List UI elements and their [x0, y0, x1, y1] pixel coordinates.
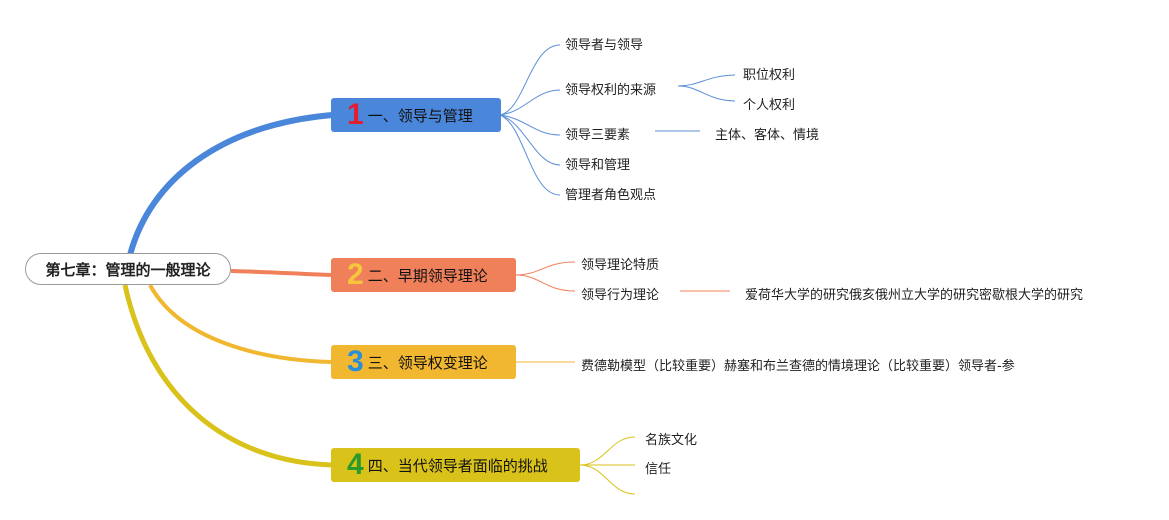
branch-1-label: 一、领导与管理: [367, 106, 473, 125]
branch-3-child-1[interactable]: 费德勒模型（比较重要）赫塞和布兰查德的情境理论（比较重要）领导者-参: [581, 359, 1015, 374]
link-root-branch-3: [148, 284, 333, 364]
branch-2-links: [515, 261, 730, 292]
branch-2-node[interactable]: 2 二、早期领导理论: [331, 258, 516, 292]
branch-2-child-2-sub-1[interactable]: 爱荷华大学的研究俄亥俄州立大学的研究密歇根大学的研究: [745, 288, 1084, 303]
branch-4-node[interactable]: 4 四、当代领导者面临的挑战: [331, 448, 580, 482]
branch-2-number: 2: [347, 258, 364, 291]
branch-2-child-1[interactable]: 领导理论特质: [581, 258, 660, 273]
link-root-branch-1: [127, 112, 335, 258]
branch-1-child-2-sub-2[interactable]: 个人权利: [743, 98, 796, 113]
branch-4-label: 四、当代领导者面临的挑战: [367, 456, 548, 475]
branch-2-label: 二、早期领导理论: [367, 266, 488, 285]
branch-1-child-3-sub-1[interactable]: 主体、客体、情境: [715, 128, 820, 143]
link-root-branch-4: [122, 284, 333, 468]
branch-1-node[interactable]: 1 一、领导与管理: [331, 98, 501, 132]
root-topic-label: 第七章：管理的一般理论: [45, 260, 211, 279]
branch-1-child-2-sub-1[interactable]: 职位权利: [743, 68, 796, 83]
branch-1-child-4[interactable]: 领导和管理: [565, 158, 631, 173]
branch-1-child-2[interactable]: 领导权利的来源: [565, 83, 657, 98]
branch-1-child-3[interactable]: 领导三要素: [565, 128, 631, 143]
branch-2-child-2[interactable]: 领导行为理论: [581, 288, 660, 303]
branch-1-number: 1: [347, 98, 364, 131]
branch-1-child-1[interactable]: 领导者与领导: [565, 38, 644, 53]
branch-3-label: 三、领导权变理论: [367, 353, 488, 372]
link-root-branch-2: [230, 269, 333, 277]
branch-4-number: 4: [347, 448, 364, 481]
root-topic[interactable]: 第七章：管理的一般理论: [25, 253, 231, 285]
branch-4-child-1[interactable]: 名族文化: [645, 433, 698, 448]
branch-3-number: 3: [347, 345, 364, 378]
branch-4-child-2[interactable]: 信任: [645, 462, 672, 477]
branch-1-child-5[interactable]: 管理者角色观点: [565, 188, 657, 203]
branch-1-links: [499, 44, 736, 196]
branch-4-links: [579, 436, 636, 495]
branch-3-node[interactable]: 3 三、领导权变理论: [331, 345, 516, 379]
